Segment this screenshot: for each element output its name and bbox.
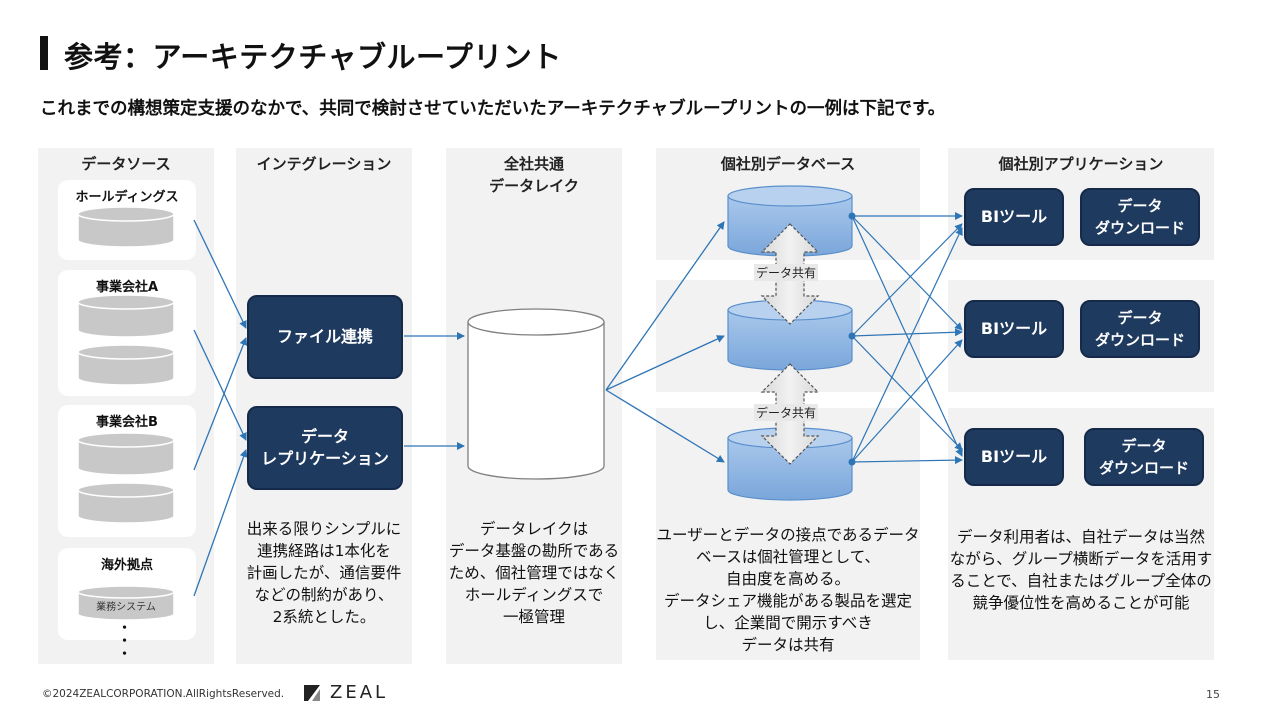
company-db-note: ユーザーとデータの接点であるデータ ベースは個社管理として、 自由度を高める。 … <box>656 526 920 654</box>
integration-note: 出来る限りシンプルに 連携経路は1本化を 計画したが、通信要件 などの制約があり… <box>246 520 402 626</box>
download-box-1: データ ダウンロード <box>1080 188 1200 246</box>
source-db-company-a-2 <box>77 344 175 386</box>
source-db-company-b-1 <box>77 432 175 476</box>
source-card-label: ホールディングス <box>75 190 179 205</box>
bi-tool-box-3: BIツール <box>964 428 1064 486</box>
source-to-integration-arrows <box>193 219 248 597</box>
data-source-heading: データソース <box>81 155 171 173</box>
zeal-logo: ZEAL <box>330 682 389 703</box>
download-box-2: データ ダウンロード <box>1080 300 1200 358</box>
company-app-heading: 個社別アプリケーション <box>998 155 1164 173</box>
zeal-logo-mark-icon <box>304 685 320 701</box>
datalake-heading: 全社共通 データレイク <box>489 155 579 195</box>
file-integration-box: ファイル連携 <box>247 295 403 379</box>
page-title: 参考：アーキテクチャブループリント <box>64 40 562 74</box>
source-db-company-b-2 <box>77 482 175 524</box>
source-card-label: 事業会社A <box>95 280 159 295</box>
datalake-cylinder <box>467 308 605 480</box>
db-to-bi-arrows <box>851 212 963 465</box>
company-db-2 <box>727 299 853 371</box>
copyright: ©2024ZEALCORPORATION.AllRightsReserved. <box>42 688 285 700</box>
source-db-overseas <box>77 585 175 621</box>
business-system-label: 業務システム <box>96 602 156 613</box>
data-replication-box: データ レプリケーション <box>247 406 403 490</box>
more-sources-dots: ・ ・ ・ <box>118 621 132 662</box>
datalake-note: データレイクは データ基盤の勘所である ため、個社管理ではなく ホールディングス… <box>448 520 620 626</box>
source-card-label: 海外拠点 <box>100 558 153 573</box>
source-db-company-a-1 <box>77 294 175 338</box>
page-subtitle: これまでの構想策定支援のなかで、共同で検討させていただいたアーキテクチャブループ… <box>40 99 946 119</box>
integration-to-datalake-arrows <box>404 332 465 450</box>
bi-tool-box-1: BIツール <box>964 188 1064 246</box>
company-app-note: データ利用者は、自社データは当然 ながら、グループ横断データを活用す ることで、… <box>949 528 1213 612</box>
source-db-holdings <box>77 206 175 248</box>
datalake-to-db-arrows <box>605 221 725 463</box>
bi-tool-box-2: BIツール <box>964 300 1064 358</box>
data-share-label-1: データ共有 <box>754 264 819 281</box>
download-box-3: データ ダウンロード <box>1084 428 1204 486</box>
source-card-label: 事業会社B <box>96 415 158 430</box>
page-number: 15 <box>1206 688 1220 701</box>
title-accent-bar <box>40 36 48 70</box>
integration-heading: インテグレーション <box>256 155 392 173</box>
data-share-label-2: データ共有 <box>754 404 819 421</box>
company-db-heading: 個社別データベース <box>720 155 856 173</box>
